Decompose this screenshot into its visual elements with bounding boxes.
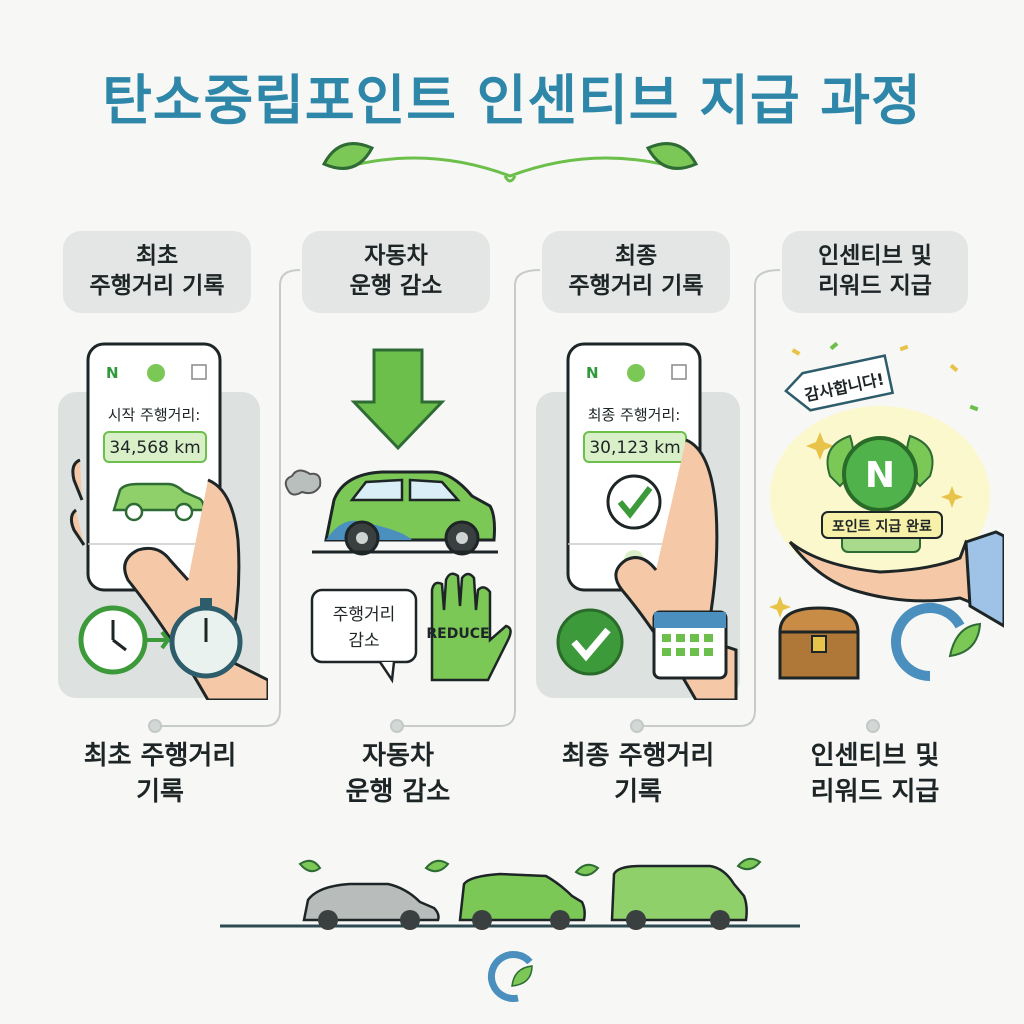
phone-label: 시작 주행거리: <box>108 406 201 424</box>
step1-illustration: N 시작 주행거리: 34,568 km <box>69 342 268 700</box>
car-icon <box>298 859 450 930</box>
app-logo: N <box>586 364 599 382</box>
car-icon <box>610 857 762 930</box>
step3-caption-line1: 최종 주행거리 <box>561 741 715 771</box>
clock-icon <box>78 605 172 675</box>
step2-caption: 자동차 운행 감소 <box>288 738 508 811</box>
vine-decoration <box>321 142 699 183</box>
bubble-line1: 주행거리 <box>333 605 396 625</box>
step2-illustration: 주행거리 감소 REDUCE <box>284 348 512 684</box>
down-arrow-icon <box>350 348 446 451</box>
step1-header-line1: 최초 <box>135 243 179 270</box>
step4-caption-line1: 인센티브 및 <box>810 741 940 771</box>
step4-caption: 인센티브 및 리워드 지급 <box>762 738 988 811</box>
step3-dot <box>630 719 644 733</box>
leaf-icon <box>321 142 375 170</box>
leaf-icon <box>627 364 645 382</box>
car-icon <box>324 470 496 556</box>
scan-icon <box>191 364 207 380</box>
stopwatch-icon <box>169 598 243 679</box>
bottom-cars <box>220 857 800 930</box>
step4-caption-line2: 리워드 지급 <box>810 777 940 808</box>
step1-caption-line2: 기록 <box>136 777 184 808</box>
car-icon <box>112 482 206 522</box>
step4-header-line1: 인센티브 및 <box>818 243 932 270</box>
glove-icon: REDUCE <box>426 572 512 682</box>
step1-caption-line1: 최초 주행거리 <box>83 741 237 771</box>
recycle-logo-icon <box>891 603 982 681</box>
step2-dot <box>390 719 404 733</box>
recycle-logo-icon <box>487 950 533 1002</box>
calendar-icon <box>652 610 728 680</box>
page-title: 탄소중립포인트 인센티브 지급 과정 <box>102 69 922 132</box>
step2-caption-line2: 운행 감소 <box>345 777 451 808</box>
app-logo: N <box>106 364 119 382</box>
chest-icon <box>778 606 860 680</box>
phone-label: 최종 주행거리: <box>588 406 681 424</box>
step4-illustration: 감사합니다! N 포인트 지급 완료 <box>769 341 1004 681</box>
exhaust-cloud <box>284 469 322 496</box>
car-icon <box>458 863 600 930</box>
step1-dot <box>148 719 162 733</box>
step4-header-line2: 리워드 지급 <box>818 273 932 299</box>
glove-text: REDUCE <box>426 626 489 642</box>
step3-header-line2: 주행거리 기록 <box>568 273 704 299</box>
step4-dot <box>866 719 880 733</box>
step2-caption-line1: 자동차 <box>362 741 434 771</box>
speech-bubble: 주행거리 감소 <box>310 588 418 684</box>
step3-illustration: N 최종 주행거리: 30,123 km <box>556 342 738 700</box>
banner-text: 포인트 지급 완료 <box>832 518 932 535</box>
step2-header-line2: 운행 감소 <box>349 273 443 299</box>
phone-value: 30,123 km <box>589 438 680 458</box>
completion-banner: 포인트 지급 완료 <box>821 511 943 539</box>
leaf-icon <box>645 142 699 170</box>
step3-caption: 최종 주행거리 기록 <box>526 738 750 811</box>
thanks-tag: 감사합니다! <box>784 354 895 412</box>
scan-icon <box>671 364 687 380</box>
step4-header: 인센티브 및 리워드 지급 <box>782 231 968 313</box>
step3-caption-line2: 기록 <box>614 777 662 808</box>
phone: N 시작 주행거리: 34,568 km <box>86 342 222 592</box>
phone-value: 34,568 km <box>109 438 200 458</box>
step3-header-line1: 최종 <box>614 243 658 270</box>
hand <box>788 539 1004 618</box>
check-icon <box>556 608 624 676</box>
step1-header: 최초 주행거리 기록 <box>63 231 251 313</box>
sleeve <box>964 530 1004 628</box>
step1-header-line2: 주행거리 기록 <box>89 273 225 299</box>
step1-caption: 최초 주행거리 기록 <box>50 738 270 811</box>
coin-letter: N <box>865 455 895 496</box>
leaf-icon <box>147 364 165 382</box>
step2-header: 자동차 운행 감소 <box>302 231 490 313</box>
step3-header: 최종 주행거리 기록 <box>542 231 730 313</box>
step2-header-line1: 자동차 <box>364 243 428 270</box>
bubble-line2: 감소 <box>348 631 379 651</box>
check-icon <box>606 474 662 530</box>
